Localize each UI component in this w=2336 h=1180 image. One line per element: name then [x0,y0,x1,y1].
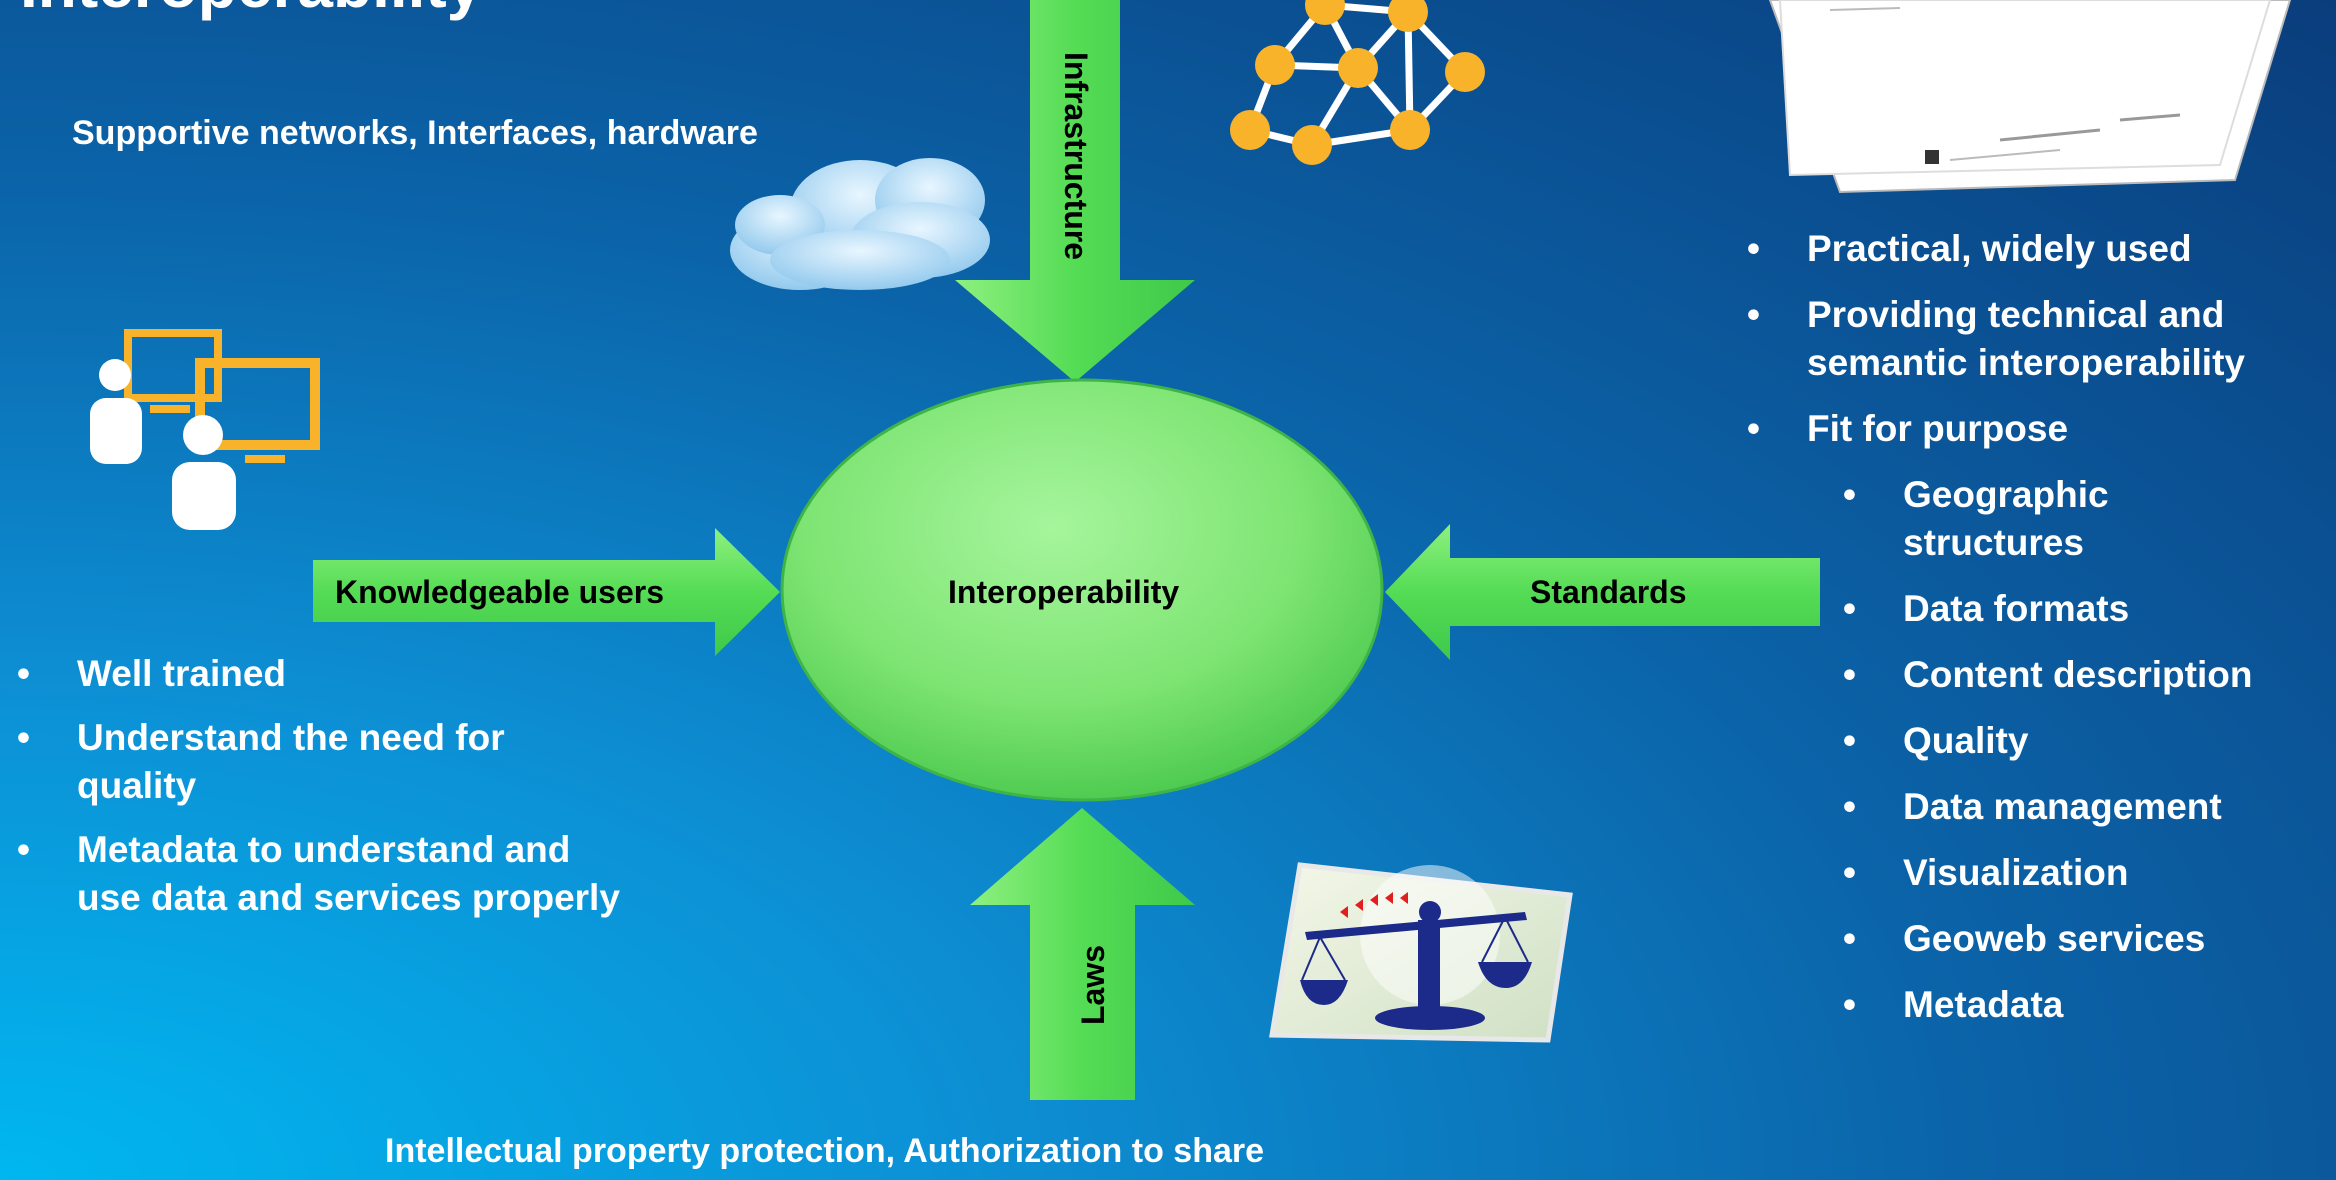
interoperability-center-label: Interoperability [948,574,1180,610]
standards-arrow [1385,524,1820,660]
knowledgeable-users-label: Knowledgeable users [335,574,664,610]
sub-list-item: •Quality [1843,720,2029,761]
sub-list-item: •Data formats [1843,588,2130,629]
sub-list-item: •Geoweb services [1843,918,2206,959]
scales-of-justice-icon [1269,862,1573,1043]
sub-list-item: •Metadata [1843,984,2064,1025]
sub-list-item: •Content description [1843,654,2253,695]
sub-list-item: •Data management [1843,786,2222,827]
laws-arrow [970,808,1195,1100]
infrastructure-caption: Supportive networks, Interfaces, hardwar… [72,114,758,152]
list-item: •Practical, widely used [1747,228,2192,269]
infrastructure-label: Infrastructure [1058,52,1094,261]
documents-icon [1768,0,2292,194]
sub-list-item: •Geographic structures [1843,474,2109,563]
list-item: •Well trained [17,653,287,694]
list-item: •Providing technical and semantic intero… [1747,294,2245,383]
laws-label: Laws [1075,944,1111,1025]
laws-caption: Intellectual property protection, Author… [385,1132,1265,1170]
knowledgeable-users-arrow [313,528,780,656]
standards-label: Standards [1530,574,1687,610]
standards-bullets: •Practical, widely used •Providing techn… [1747,225,2327,1029]
sub-list-item: •Visualization [1843,852,2129,893]
cloud-icon [730,158,990,290]
network-nodes [1230,0,1485,165]
interoperability-ellipse [780,378,1384,802]
list-item: •Metadata to understand and use data and… [17,829,620,918]
page-title-partial: Interoperability [20,0,482,22]
knowledgeable-users-bullets: •Well trained •Understand the need for q… [17,650,637,922]
users-computers-icon [90,329,320,530]
infrastructure-arrow [955,0,1195,382]
list-item: •Fit for purpose [1747,408,2069,449]
list-item: •Understand the need for quality [17,717,505,806]
